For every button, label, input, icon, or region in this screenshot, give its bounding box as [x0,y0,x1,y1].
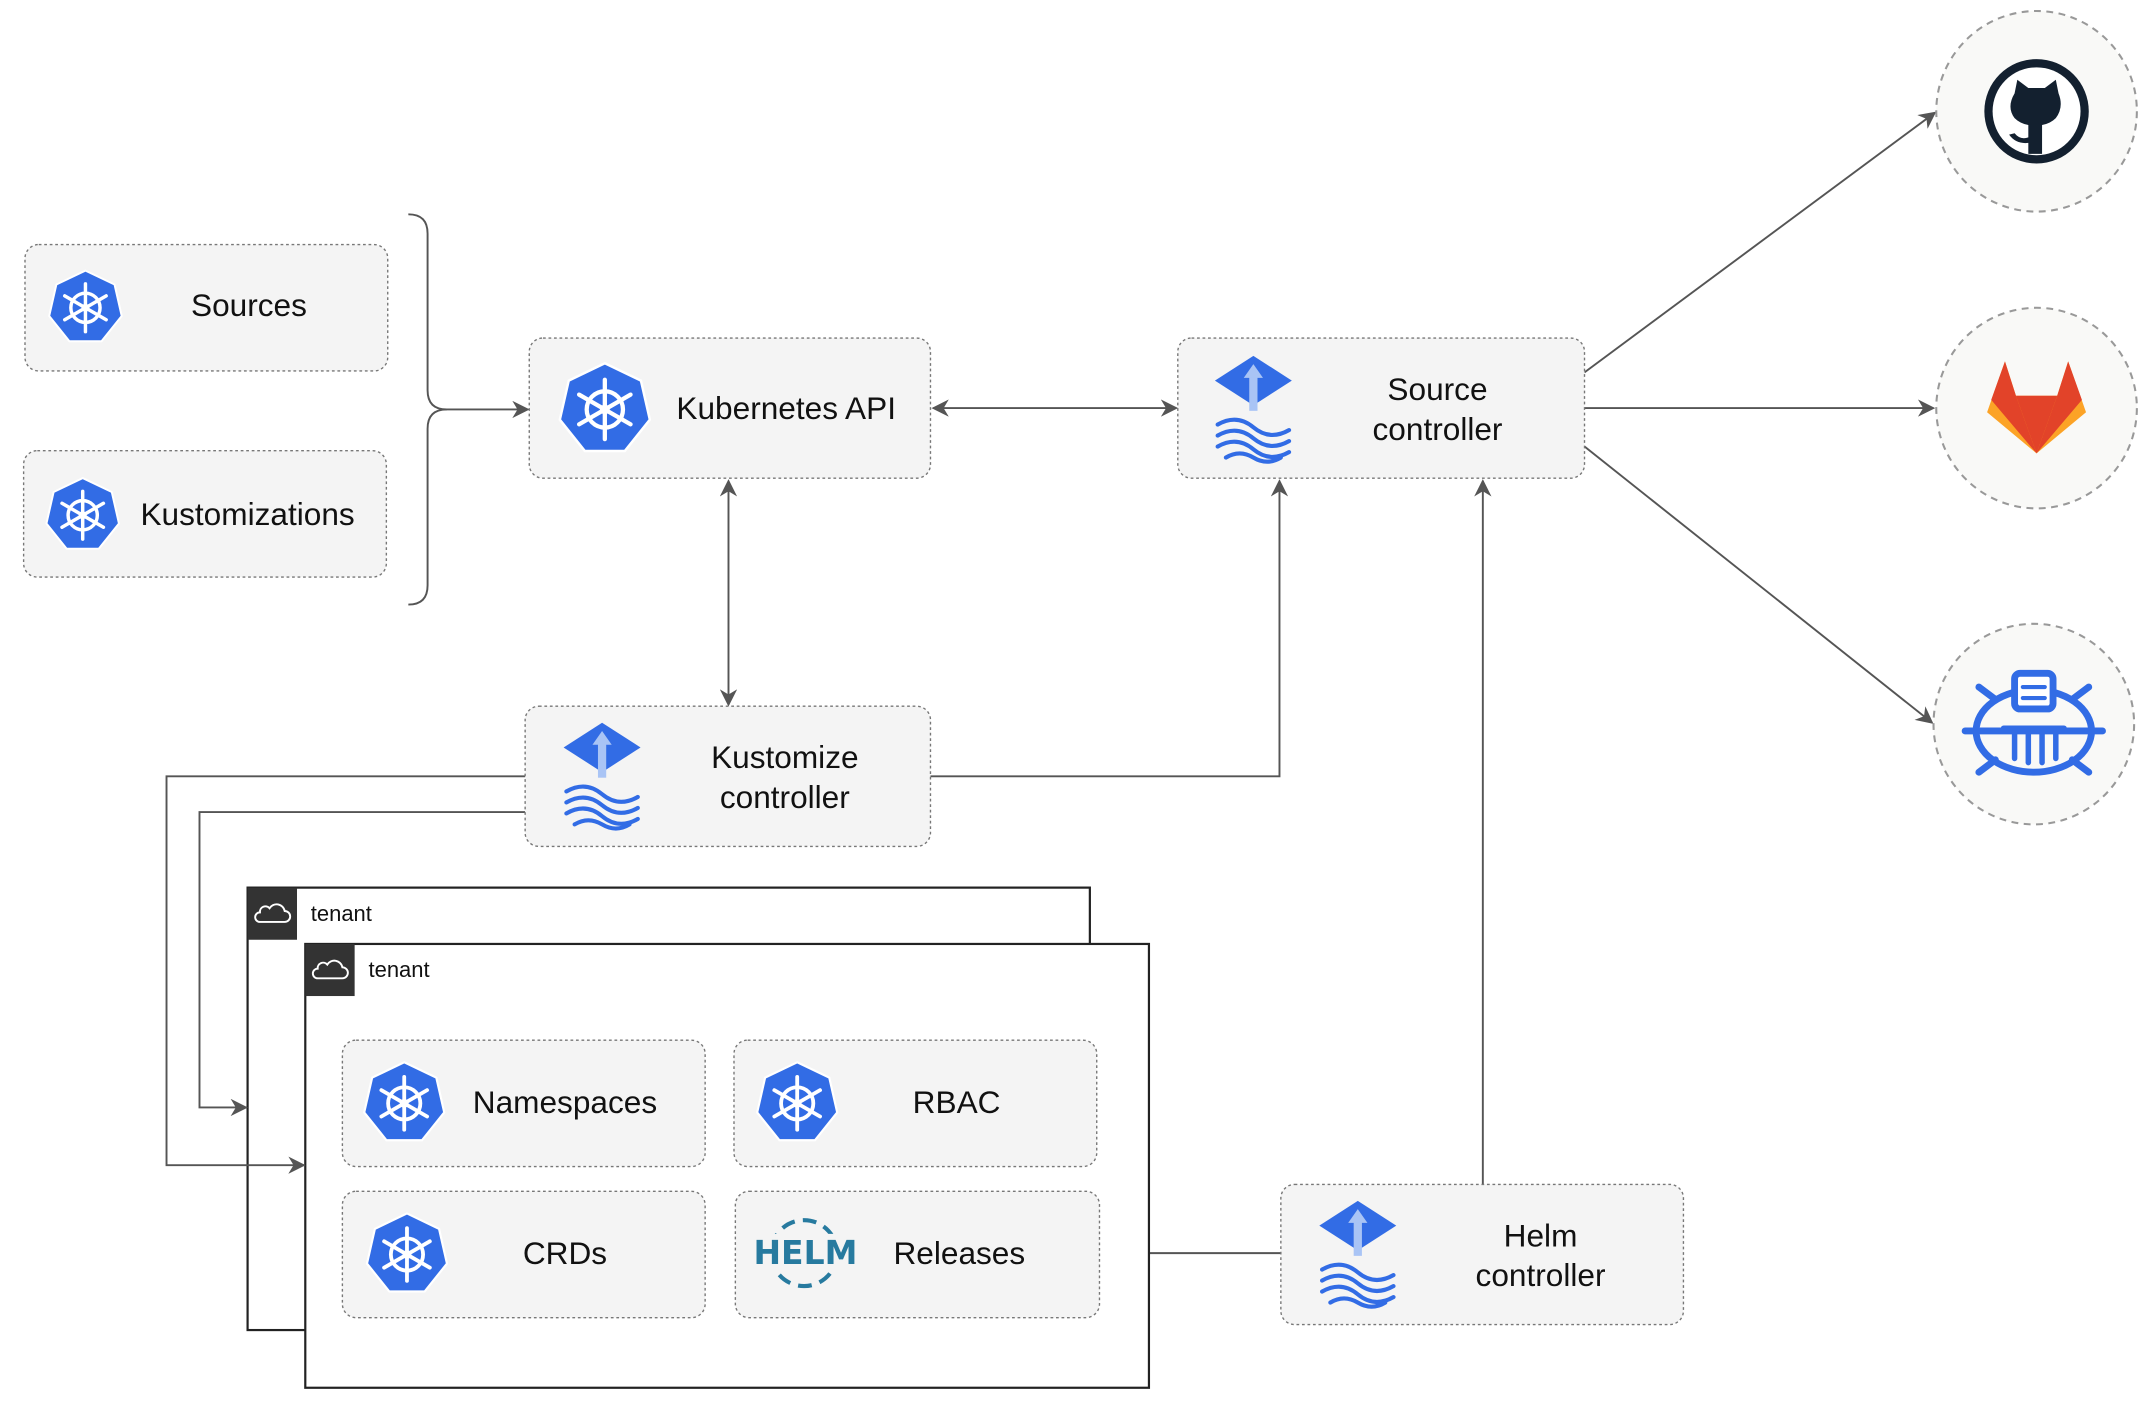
node-label: Namespaces [473,1084,657,1120]
node-helm-controller[interactable]: Helm controller [1280,1183,1685,1326]
cloud-icon [247,887,298,940]
node-label: controller [720,779,850,815]
bucket-icon [1961,669,2106,776]
node-rbac[interactable]: RBAC [733,1039,1098,1168]
github-icon [1984,59,2089,164]
arrow-to-github [1583,111,1937,374]
node-releases[interactable]: HELM Releases [734,1190,1101,1319]
cloud-icon [305,943,355,997]
node-label: controller [1373,411,1503,447]
node-label: RBAC [913,1084,1001,1120]
node-label: controller [1476,1257,1606,1293]
node-label: Releases [893,1235,1025,1271]
helm-icon: HELM [753,1218,857,1289]
tenant-label: tenant [311,901,372,926]
arrow-kustomize-to-tenant-front [165,775,526,1174]
node-label: Kustomize [711,739,858,775]
arrow-to-bucket [1583,445,1934,724]
node-source-controller[interactable]: Source controller [1177,337,1586,479]
node-label: Kubernetes API [676,390,896,426]
node-label: CRDs [523,1235,607,1271]
node-label: Helm [1504,1217,1578,1253]
node-namespaces[interactable]: Namespaces [341,1039,706,1168]
tenant-label: tenant [369,957,430,982]
node-crds[interactable]: CRDs [341,1190,706,1319]
arrow-kustomize-to-source [930,479,1289,778]
bucket-node[interactable] [1932,622,2136,826]
grouping-brace [408,213,447,606]
node-label: Kustomizations [140,496,354,532]
github-node[interactable] [1935,9,2138,213]
svg-text:HELM: HELM [753,1233,857,1272]
node-label: Sources [191,287,307,323]
node-kustomizations[interactable]: Kustomizations [22,449,388,578]
node-label: Source [1387,371,1487,407]
gitlab-icon [1987,361,2087,454]
node-sources[interactable]: Sources [24,243,389,372]
node-kubernetes-api[interactable]: Kubernetes API [528,337,932,479]
arrow-kustomize-to-tenant-back [198,811,526,1117]
node-kustomize-controller[interactable]: Kustomize controller [524,705,932,848]
gitlab-node[interactable] [1935,306,2138,510]
